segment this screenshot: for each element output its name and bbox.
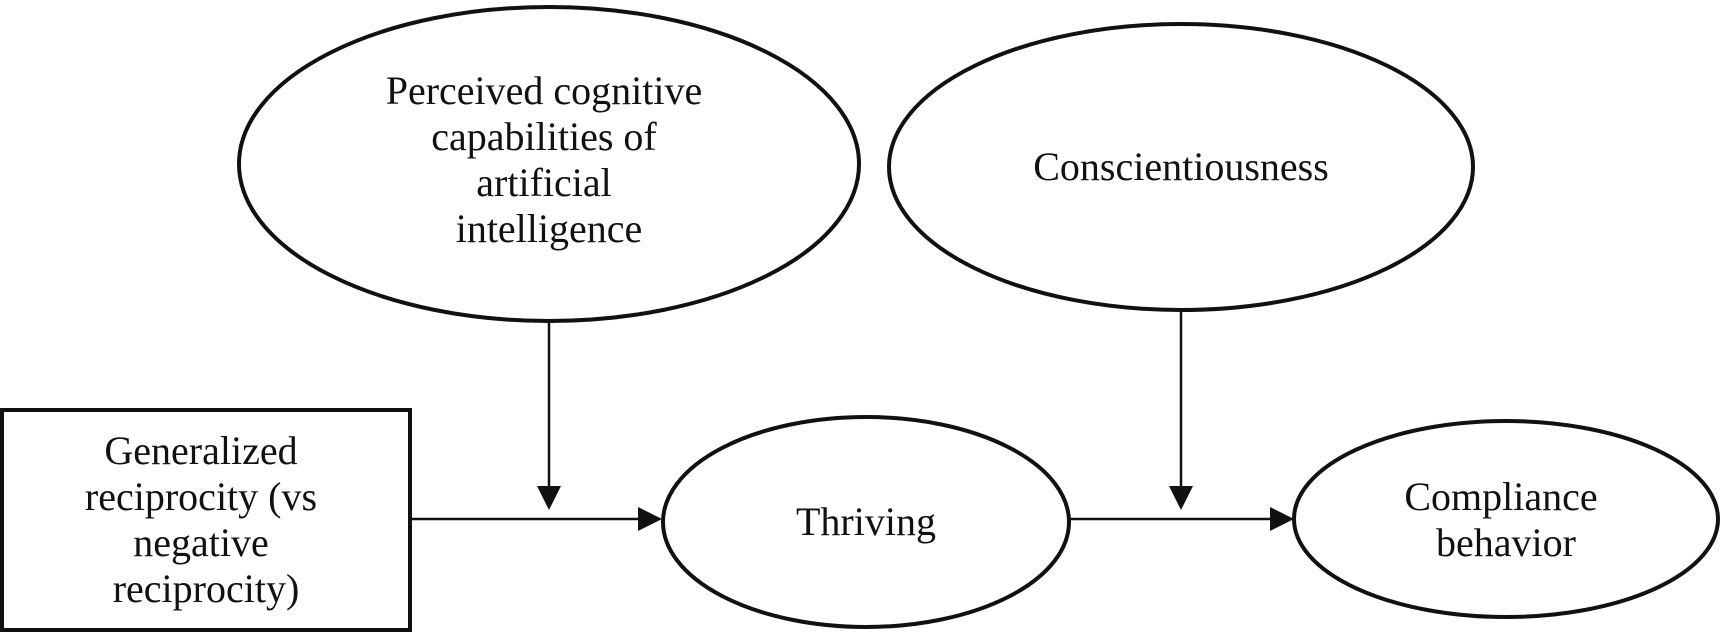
svg-text:Thriving: Thriving: [796, 499, 936, 544]
node-reciprocity-line-2: reciprocity (vs: [85, 474, 317, 519]
node-conscientiousness-line-1: Conscientiousness: [1033, 144, 1329, 189]
node-thriving: Thriving: [661, 415, 1071, 629]
node-reciprocity-line-4: reciprocity): [113, 566, 300, 611]
node-conscientiousness: Conscientiousness: [887, 22, 1475, 312]
arrowhead-thriving: [638, 507, 662, 531]
node-reciprocity-line-1: Generalized: [104, 428, 297, 473]
node-thriving-line-1: Thriving: [796, 499, 936, 544]
node-ai-capabilities-line-1: Perceived cognitive: [386, 68, 703, 113]
node-compliance: Compliance behavior: [1292, 419, 1720, 619]
node-ai-capabilities: Perceived cognitive capabilities of arti…: [237, 5, 861, 323]
arrowhead-compliance: [1270, 507, 1294, 531]
svg-text:Generalized reciprocity: Generalized reciprocity (vs negative rec…: [85, 428, 327, 611]
node-reciprocity-line-3: negative: [133, 520, 269, 565]
node-ai-capabilities-line-3: artificial: [476, 160, 611, 205]
arrowhead-ai-moderation: [537, 486, 561, 510]
arrowhead-conscientiousness-moderation: [1169, 486, 1193, 510]
node-reciprocity: Generalized reciprocity (vs negative rec…: [0, 408, 412, 632]
node-compliance-line-2: behavior: [1436, 520, 1576, 565]
svg-text:Perceived cognitive capa: Perceived cognitive capabilities of arti…: [386, 68, 713, 251]
svg-text:Compliance behavior: Compliance behavior: [1404, 474, 1607, 565]
svg-text:Conscientiousness: Conscientiousness: [1033, 144, 1329, 189]
node-ai-capabilities-line-4: intelligence: [456, 206, 643, 251]
node-ai-capabilities-line-2: capabilities of: [431, 114, 657, 159]
node-compliance-line-1: Compliance: [1404, 474, 1597, 519]
